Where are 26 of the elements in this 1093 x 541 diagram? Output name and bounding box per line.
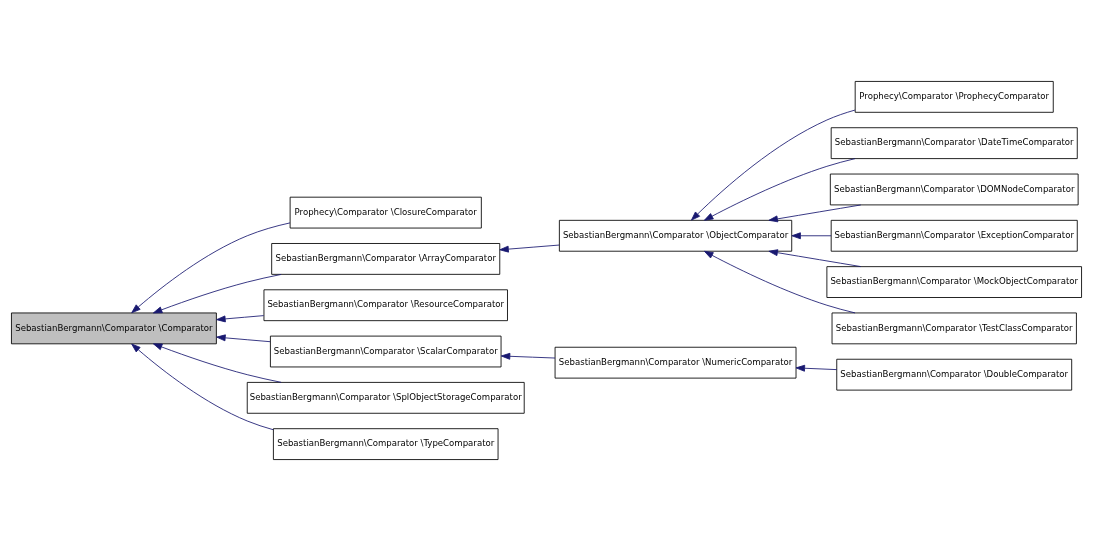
node-box: SebastianBergmann\Comparator \ObjectComparator — [558, 219, 793, 252]
node-box: SebastianBergmann\Comparator \SplObjectStorageComparator — [246, 381, 525, 414]
arrow — [499, 244, 560, 253]
arrow — [216, 334, 271, 343]
arrow — [795, 364, 838, 372]
arrow — [152, 274, 282, 314]
node-box: SebastianBergmann\Comparator \MockObjectComparator — [826, 266, 1082, 298]
node-box: SebastianBergmann\Comparator \ExceptionComparator — [830, 219, 1078, 252]
node-box: SebastianBergmann\Comparator \Comparator — [11, 312, 217, 345]
node-box: SebastianBergmann\Comparator \TestClassComparator — [831, 312, 1077, 345]
arrow — [500, 352, 556, 360]
node-box: SebastianBergmann\Comparator \NumericComparator — [554, 346, 797, 379]
node-box: SebastianBergmann\Comparator \DoubleComparator — [836, 358, 1073, 391]
arrow — [131, 343, 274, 431]
node-box: SebastianBergmann\Comparator \DOMNodeComparator — [829, 173, 1079, 206]
node-box: SebastianBergmann\Comparator \TypeComparator — [272, 428, 499, 460]
arrow — [691, 109, 856, 221]
node-box: SebastianBergmann\Comparator \ArrayComparator — [271, 243, 501, 275]
node-box: SebastianBergmann\Comparator \ScalarComparator — [269, 335, 502, 368]
node-box: Prophecy\Comparator \ProphecyComparator — [854, 81, 1054, 113]
arrow — [791, 232, 832, 240]
node-box: SebastianBergmann\Comparator \DateTimeComparator — [830, 127, 1078, 160]
node-box: SebastianBergmann\Comparator \ResourceComparator — [263, 289, 508, 322]
node-box: Prophecy\Comparator \ClosureComparator — [289, 196, 482, 229]
arrow — [131, 222, 291, 314]
arrow — [216, 315, 265, 323]
